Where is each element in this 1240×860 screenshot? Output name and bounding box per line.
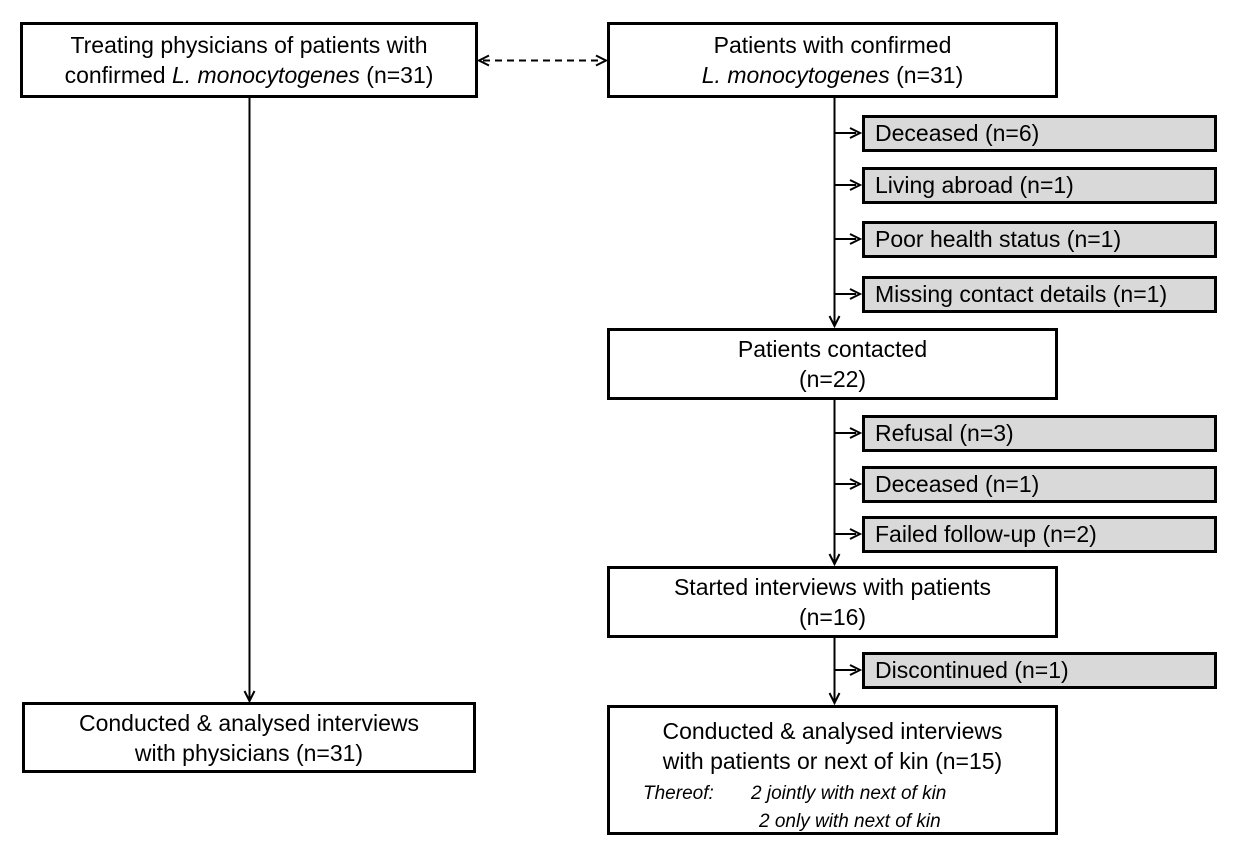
exclusion-refusal-box: Refusal (n=3) xyxy=(862,415,1217,452)
line2-pre: confirmed xyxy=(64,62,172,88)
patients-confirmed-line2: L. monocytogenes (n=31) xyxy=(702,60,963,90)
branch-arrow-exclusion-3 xyxy=(834,664,863,676)
exclusion-label: Living abroad (n=1) xyxy=(875,172,1074,198)
line2-post: (n=31) xyxy=(359,62,434,88)
final-patients-interviews-box: Conducted & analysed interviews with pat… xyxy=(607,705,1058,835)
exclusion-deceased-6-box: Deceased (n=6) xyxy=(862,115,1217,152)
started-interviews-line1: Started interviews with patients xyxy=(673,574,992,600)
dashed-link-physicians-patients xyxy=(476,54,609,67)
exclusion-label: Missing contact details (n=1) xyxy=(875,281,1168,307)
patients-confirmed-box: Patients with confirmed L. monocytogenes… xyxy=(607,22,1058,98)
treating-physicians-line2: confirmed L. monocytogenes (n=31) xyxy=(65,60,434,90)
exclusion-poor-health-box: Poor health status (n=1) xyxy=(862,221,1217,258)
exclusion-living-abroad-box: Living abroad (n=1) xyxy=(862,167,1217,204)
thereof-item1: 2 jointly with next of kin xyxy=(751,783,947,804)
treating-physicians-line1: Treating physicians of patients with xyxy=(70,32,428,58)
exclusion-missing-contact-box: Missing contact details (n=1) xyxy=(862,276,1217,313)
patients-contacted-line2: (n=22) xyxy=(798,366,867,392)
organism-name: L. monocytogenes xyxy=(171,62,360,88)
thereof-spacer xyxy=(643,808,751,836)
patients-confirmed-line1: Patients with confirmed xyxy=(713,32,952,58)
arrow-physicians-to-interviews xyxy=(243,98,256,704)
exclusion-discontinued-box: Discontinued (n=1) xyxy=(862,652,1217,689)
line2-post: (n=31) xyxy=(889,62,964,88)
exclusion-deceased-1-box: Deceased (n=1) xyxy=(862,466,1217,503)
physicians-interviews-line1: Conducted & analysed interviews xyxy=(78,709,420,736)
thereof-label: Thereof: xyxy=(643,783,714,804)
patients-contacted-line1: Patients contacted xyxy=(737,336,928,362)
final-patients-line1: Conducted & analysed interviews xyxy=(662,718,1003,744)
thereof-item2: 2 only with next of kin xyxy=(759,811,941,832)
branch-arrows-exclusions-2 xyxy=(834,427,863,540)
organism-name: L. monocytogenes xyxy=(701,62,890,88)
treating-physicians-box: Treating physicians of patients with con… xyxy=(20,22,478,98)
physicians-interviews-box: Conducted & analysed interviews with phy… xyxy=(22,702,476,773)
final-patients-line2: with patients or next of kin (n=15) xyxy=(662,748,1003,774)
arrow-patients-to-contacted xyxy=(828,98,841,329)
started-interviews-line2: (n=16) xyxy=(798,604,867,630)
exclusion-label: Failed follow-up (n=2) xyxy=(875,521,1097,547)
exclusion-label: Poor health status (n=1) xyxy=(875,226,1122,252)
thereof-note: Thereof: 2 jointly with next of kin 2 on… xyxy=(610,780,1055,836)
patients-contacted-box: Patients contacted (n=22) xyxy=(607,328,1058,400)
exclusion-label: Deceased (n=1) xyxy=(875,471,1040,497)
physicians-interviews-line2: with physicians (n=31) xyxy=(134,739,364,766)
exclusion-label: Refusal (n=3) xyxy=(875,420,1014,446)
exclusion-label: Discontinued (n=1) xyxy=(875,657,1069,683)
exclusion-failed-followup-box: Failed follow-up (n=2) xyxy=(862,516,1217,553)
arrow-contacted-to-started xyxy=(828,400,841,567)
exclusion-label: Deceased (n=6) xyxy=(875,120,1040,146)
branch-arrows-exclusions-1 xyxy=(834,127,863,300)
started-interviews-box: Started interviews with patients (n=16) xyxy=(607,566,1058,638)
